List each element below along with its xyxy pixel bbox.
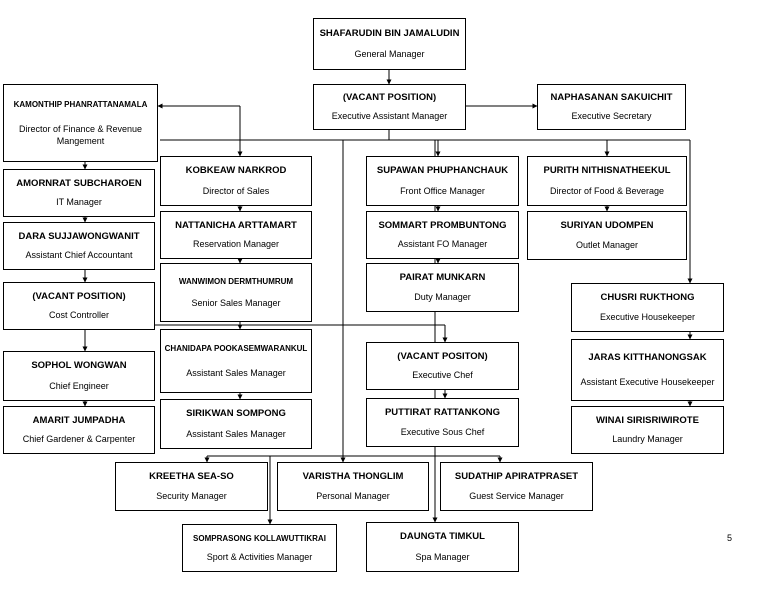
fom-title: Front Office Manager: [400, 185, 485, 196]
spa-title: Spa Manager: [415, 551, 470, 562]
sous-chef-box: PUTTIRAT RATTANKONG Executive Sous Chef: [366, 398, 519, 447]
asm1-name: CHANIDAPA POOKASEMWARANKUL: [164, 344, 308, 354]
security-title: Security Manager: [156, 491, 227, 501]
fnb-name: PURITH NITHISNATHEEKUL: [543, 165, 671, 177]
security-box: KREETHA SEA-SO Security Manager: [115, 462, 268, 511]
secretary-name: NAPHASANAN SAKUICHIT: [550, 92, 673, 103]
housekeeper-box: CHUSRI RUKTHONG Executive Housekeeper: [571, 283, 724, 332]
chief-engineer-box: SOPHOL WONGWAN Chief Engineer: [3, 351, 155, 401]
fnb-director-box: PURITH NITHISNATHEEKUL Director of Food …: [527, 156, 687, 206]
outlet-name: SURIYAN UDOMPEN: [560, 220, 654, 231]
cc-title: Cost Controller: [48, 310, 110, 321]
afo-title: Assistant FO Manager: [397, 239, 488, 250]
executive-chef-box: (VACANT POSITON) Executive Chef: [366, 342, 519, 390]
aca-title: Assistant Chief Accountant: [25, 250, 133, 261]
finance-title: Director of Finance & Revenue Mangement: [18, 124, 143, 146]
spa-box: DAUNGTA TIMKUL Spa Manager: [366, 522, 519, 572]
aca-name: DARA SUJJAWONGWANIT: [18, 230, 140, 242]
cc-name: (VACANT POSITION): [32, 290, 126, 302]
it-title: IT Manager: [56, 197, 102, 208]
secretary-box: NAPHASANAN SAKUICHIT Executive Secretary: [537, 84, 686, 130]
res-title: Reservation Manager: [192, 239, 280, 250]
asm1-title: Assistant Sales Manager: [186, 367, 286, 378]
personal-box: VARISTHA THONGLIM Personal Manager: [277, 462, 429, 511]
ahk-title: Assistant Executive Housekeeper: [580, 376, 715, 387]
afo-name: SOMMART PROMBUNTONG: [378, 219, 507, 231]
director-sales-box: KOBKEAW NARKROD Director of Sales: [160, 156, 312, 206]
guest-title: Guest Service Manager: [469, 491, 564, 501]
ce-title: Chief Engineer: [49, 380, 109, 391]
asm2-title: Assistant Sales Manager: [186, 428, 286, 439]
cg-name: AMARIT JUMPADHA: [32, 414, 126, 426]
ssm-name: WANWIMON DERMTHUMRUM: [178, 276, 294, 286]
spa-name: DAUNGTA TIMKUL: [400, 531, 485, 543]
sous-title: Executive Sous Chef: [400, 427, 485, 437]
cost-controller-box: (VACANT POSITION) Cost Controller: [3, 282, 155, 330]
ce-name: SOPHOL WONGWAN: [31, 360, 127, 372]
gm-name: SHAFARUDIN BIN JAMALUDIN: [319, 28, 460, 39]
senior-sales-box: WANWIMON DERMTHUMRUM Senior Sales Manage…: [160, 263, 312, 322]
sport-name: SOMPRASONG KOLLAWUTTIKRAI: [193, 534, 326, 543]
ahk-name: JARAS KITTHANONGSAK: [588, 352, 707, 364]
dos-title: Director of Sales: [202, 185, 270, 196]
eam-box: (VACANT POSITION) Executive Assistant Ma…: [313, 84, 466, 130]
it-box: AMORNRAT SUBCHAROEN IT Manager: [3, 169, 155, 217]
eam-name: (VACANT POSITION): [342, 92, 437, 103]
asm1-box: CHANIDAPA POOKASEMWARANKUL Assistant Sal…: [160, 329, 312, 393]
chief-gardener-box: AMARIT JUMPADHA Chief Gardener & Carpent…: [3, 406, 155, 454]
laundry-name: WINAI SIRISRIWIROTE: [596, 414, 699, 426]
page-number: 5: [727, 533, 733, 543]
it-name: AMORNRAT SUBCHAROEN: [16, 177, 142, 189]
dos-name: KOBKEAW NARKROD: [185, 165, 287, 177]
fnb-title: Director of Food & Beverage: [549, 185, 665, 196]
secretary-title: Executive Secretary: [571, 111, 652, 121]
outlet-title: Outlet Manager: [575, 240, 639, 250]
gm-title: General Manager: [354, 49, 425, 59]
chef-name: (VACANT POSITON): [397, 350, 488, 362]
fom-name: SUPAWAN PHUPHANCHAUK: [376, 165, 509, 177]
personal-name: VARISTHA THONGLIM: [302, 471, 404, 482]
hk-name: CHUSRI RUKTHONG: [600, 292, 695, 303]
gm-box: SHAFARUDIN BIN JAMALUDIN General Manager: [313, 18, 466, 70]
hk-title: Executive Housekeeper: [599, 312, 696, 322]
cg-title: Chief Gardener & Carpenter: [22, 434, 136, 445]
finance-name: KAMONTHIP PHANRATTANAMALA: [13, 100, 148, 109]
sport-box: SOMPRASONG KOLLAWUTTIKRAI Sport & Activi…: [182, 524, 337, 572]
sous-name: PUTTIRAT RATTANKONG: [384, 407, 501, 418]
security-name: KREETHA SEA-SO: [149, 471, 234, 482]
res-name: NATTANICHA ARTTAMART: [175, 219, 297, 231]
duty-manager-box: PAIRAT MUNKARN Duty Manager: [366, 263, 519, 312]
duty-title: Duty Manager: [414, 292, 471, 302]
front-office-box: SUPAWAN PHUPHANCHAUK Front Office Manage…: [366, 156, 519, 206]
asm2-box: SIRIKWAN SOMPONG Assistant Sales Manager: [160, 399, 312, 449]
guest-service-box: SUDATHIP APIRATPRASET Guest Service Mana…: [440, 462, 593, 511]
asm2-name: SIRIKWAN SOMPONG: [186, 408, 286, 420]
assistant-housekeeper-box: JARAS KITTHANONGSAK Assistant Executive …: [571, 339, 724, 401]
guest-name: SUDATHIP APIRATPRASET: [454, 471, 579, 482]
personal-title: Personal Manager: [316, 491, 390, 501]
aca-box: DARA SUJJAWONGWANIT Assistant Chief Acco…: [3, 222, 155, 270]
sport-title: Sport & Activities Manager: [206, 552, 313, 562]
laundry-title: Laundry Manager: [612, 434, 683, 445]
laundry-box: WINAI SIRISRIWIROTE Laundry Manager: [571, 406, 724, 454]
assistant-fo-box: SOMMART PROMBUNTONG Assistant FO Manager: [366, 211, 519, 259]
ssm-title: Senior Sales Manager: [191, 298, 281, 309]
duty-name: PAIRAT MUNKARN: [399, 272, 486, 283]
eam-title: Executive Assistant Manager: [331, 111, 448, 121]
outlet-manager-box: SURIYAN UDOMPEN Outlet Manager: [527, 211, 687, 260]
reservation-box: NATTANICHA ARTTAMART Reservation Manager: [160, 211, 312, 259]
finance-box: KAMONTHIP PHANRATTANAMALA Director of Fi…: [3, 84, 158, 162]
chef-title: Executive Chef: [412, 370, 473, 381]
